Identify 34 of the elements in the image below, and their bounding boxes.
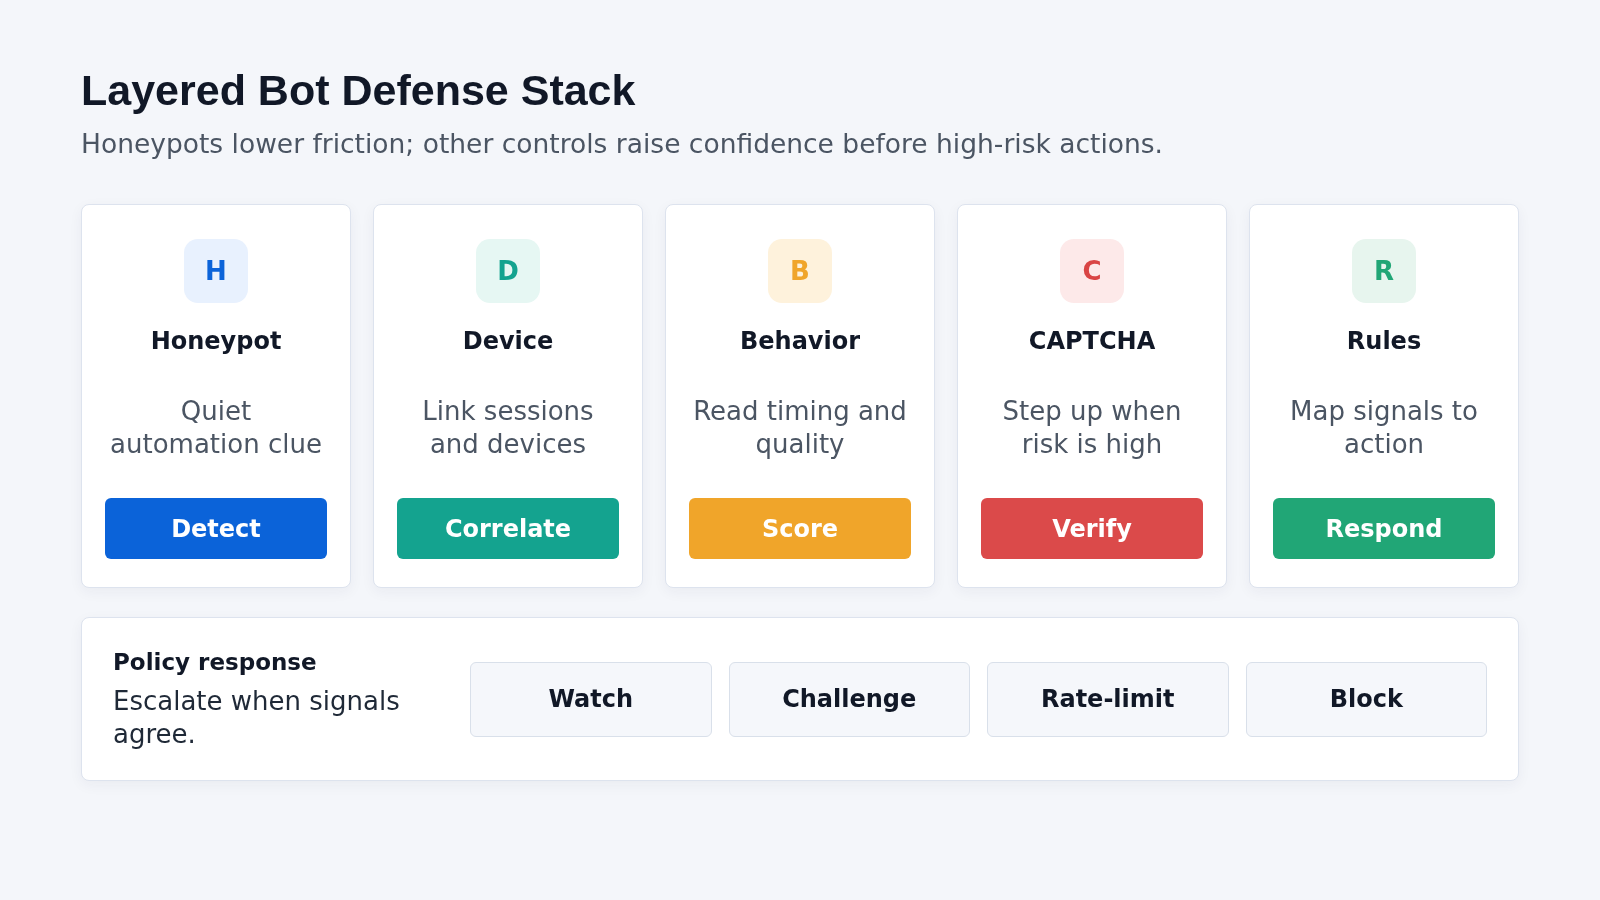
card-description: Map signals to action	[1289, 395, 1479, 461]
panel-description: Escalate when signals agree.	[113, 685, 401, 751]
response-option: Block	[1245, 661, 1487, 737]
layer-card	[957, 204, 1227, 588]
letter-tile: H	[184, 239, 248, 303]
letter-tile: B	[768, 239, 832, 303]
card-title: Device	[462, 326, 554, 357]
card-description: Quiet automation clue	[109, 395, 323, 461]
page-title: Layered Bot Defense Stack	[81, 65, 636, 116]
action-bar: Detect	[105, 498, 327, 559]
card-title: Honeypot	[150, 326, 282, 357]
card-title: Behavior	[739, 326, 860, 357]
card-description: Step up when risk is high	[1001, 395, 1183, 461]
response-option: Challenge	[728, 661, 970, 737]
action-bar: Correlate	[397, 498, 619, 559]
card-title: CAPTCHA	[1028, 326, 1156, 357]
panel-title: Policy response	[113, 648, 318, 677]
page-subtitle: Honeypots lower friction; other controls raise confidence before high-risk actions.	[81, 127, 1164, 161]
letter-tile: R	[1352, 239, 1416, 303]
layer-card	[1249, 204, 1519, 588]
response-option: Rate-limit	[987, 661, 1229, 737]
letter-tile: C	[1060, 239, 1124, 303]
layer-card	[373, 204, 643, 588]
policy-panel	[81, 617, 1519, 781]
layer-card	[665, 204, 935, 588]
action-bar: Score	[689, 498, 911, 559]
card-description: Link sessions and devices	[421, 395, 595, 461]
response-option: Watch	[470, 661, 712, 737]
card-title: Rules	[1346, 326, 1422, 357]
card-description: Read timing and quality	[692, 395, 908, 461]
action-bar: Respond	[1273, 498, 1495, 559]
layer-card	[81, 204, 351, 588]
action-bar: Verify	[981, 498, 1203, 559]
letter-tile: D	[476, 239, 540, 303]
